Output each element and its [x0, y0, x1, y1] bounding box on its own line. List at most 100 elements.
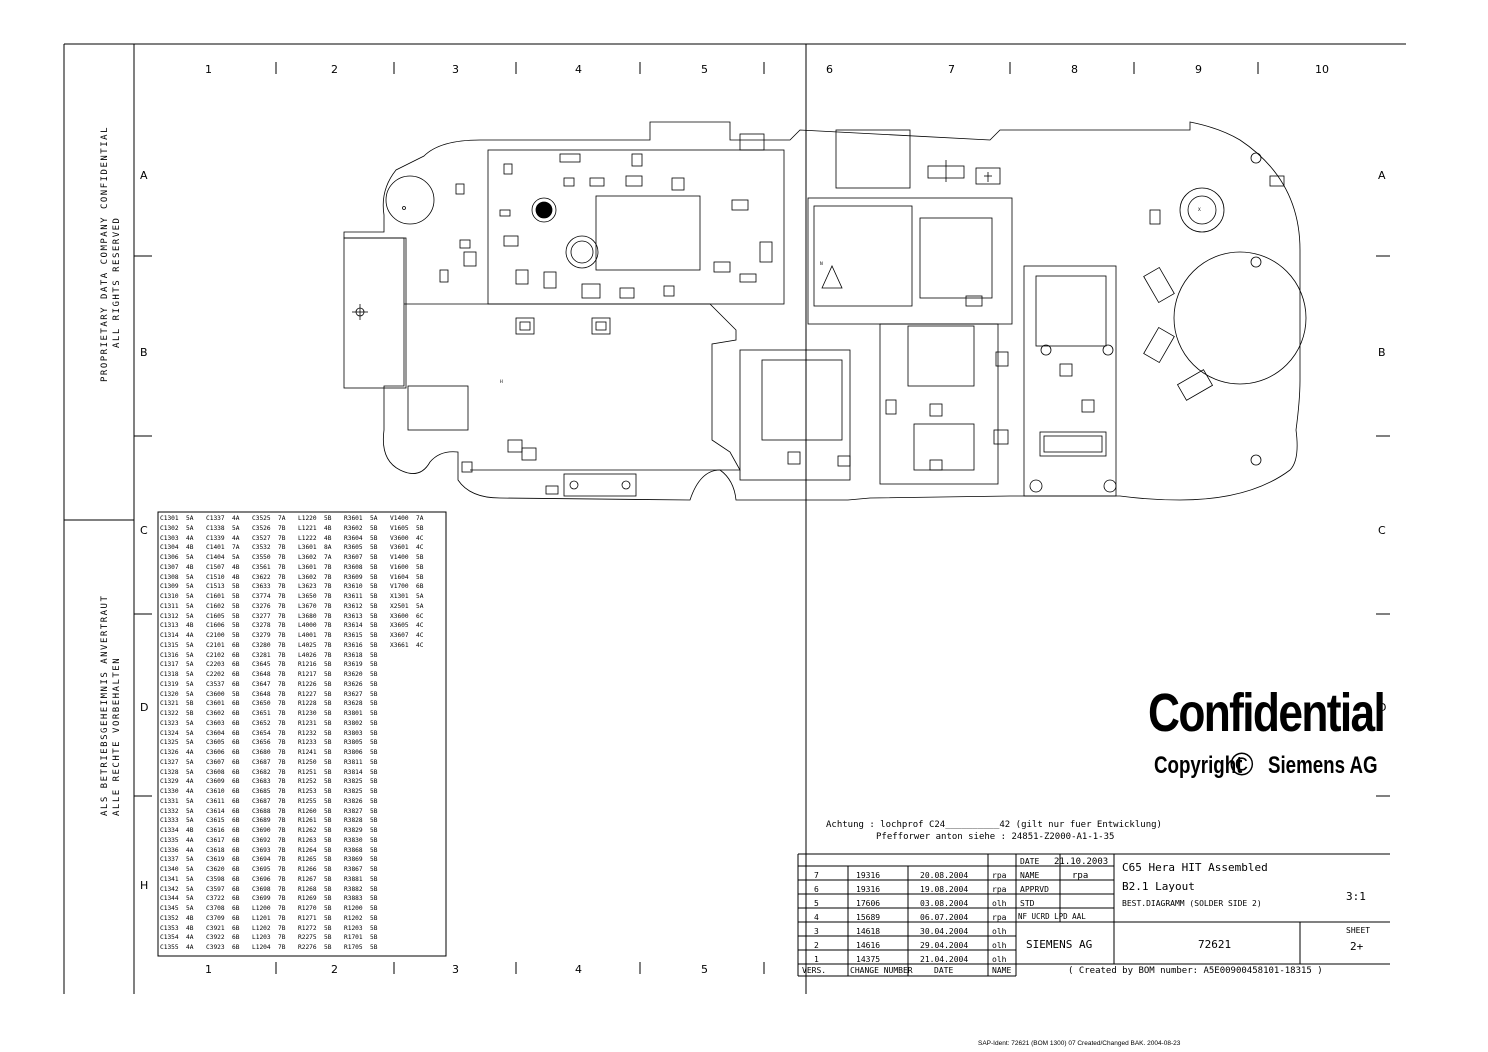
bom-cell: 5B — [324, 827, 332, 834]
bom-cell: 7B — [278, 641, 286, 649]
bom-cell: 6B — [232, 846, 240, 854]
bom-cell: 4C — [416, 632, 424, 639]
bom-cell: C1329 — [160, 778, 179, 786]
bom-cell: R3612 — [344, 602, 363, 610]
side-text-rights: ALL RIGHTS RESERVED — [112, 216, 122, 348]
bom-cell: 6B — [232, 700, 240, 708]
bom-cell: R1268 — [298, 885, 317, 893]
bom-cell: L4001 — [298, 632, 317, 639]
bom-cell: 4B — [186, 914, 194, 922]
bom-cell: 7B — [278, 671, 286, 678]
bom-cell: C1315 — [160, 641, 179, 649]
bom-cell: C3607 — [206, 758, 225, 766]
bom-cell: 5B — [370, 914, 378, 922]
bom-cell — [390, 758, 416, 768]
bom-cell: C1303 — [160, 534, 179, 542]
bom-cell: 6B — [232, 680, 240, 688]
drawing-title-1: C65 Hera HIT Assembled — [1122, 861, 1268, 874]
bom-cell: 5A — [186, 671, 194, 678]
bom-cell: C1355 — [160, 944, 179, 951]
bom-cell: C1345 — [160, 905, 179, 912]
bom-cell: 5A — [186, 690, 194, 698]
bom-cell — [416, 690, 430, 700]
bom-cell: 6B — [232, 934, 240, 942]
bom-cell: 7B — [278, 602, 286, 610]
bom-cell: 5B — [370, 846, 378, 854]
bom-cell: 5B — [186, 700, 194, 708]
bom-cell: C1338 — [206, 524, 225, 532]
bom-cell: C1309 — [160, 583, 179, 591]
bom-cell: R1250 — [298, 758, 317, 766]
bom-cell: R1701 — [344, 934, 363, 942]
bom-cell: C3605 — [206, 739, 225, 747]
bom-cell: 5A — [186, 729, 194, 737]
bom-cell: 7A — [278, 515, 286, 522]
bom-cell: 7B — [278, 836, 286, 844]
bom-cell: 4B — [232, 573, 240, 581]
bom-cell: L1222 — [298, 534, 317, 542]
bom-cell: L1201 — [252, 914, 271, 922]
bom-cell: 6B — [232, 788, 240, 795]
bom-cell: R1264 — [298, 846, 317, 854]
bom-cell: R3616 — [344, 641, 363, 649]
bom-cell: R3620 — [344, 671, 363, 678]
bom-cell: X3600 — [390, 612, 409, 620]
bom-cell: R2275 — [298, 934, 317, 942]
bom-cell: C1319 — [160, 680, 179, 688]
bom-cell: C3699 — [252, 895, 271, 903]
bom-cell: C3652 — [252, 719, 271, 727]
bom-cell: 7B — [278, 524, 286, 532]
bom-cell: C3610 — [206, 788, 225, 795]
bom-cell: C1510 — [206, 573, 225, 581]
bom-cell: 5B — [324, 710, 332, 717]
bom-cell: C1302 — [160, 524, 179, 532]
bom-cell: 7B — [278, 710, 286, 717]
revision-change: 14616 — [856, 941, 881, 950]
bom-cell — [390, 816, 416, 826]
bom-cell: 7A — [324, 554, 332, 561]
bom-cell: L3602 — [298, 573, 317, 581]
bom-cell: 5B — [370, 768, 378, 776]
bom-cell: R1230 — [298, 710, 317, 717]
bom-cell: R3828 — [344, 817, 363, 825]
bom-cell: 4B — [186, 827, 194, 834]
bom-cell: 5B — [370, 924, 378, 932]
bom-cell: V3601 — [390, 544, 409, 552]
bom-cell: 7B — [324, 563, 332, 571]
bom-cell: C3279 — [252, 632, 271, 639]
bom-cell: 7B — [324, 602, 332, 610]
bom-cell: 7B — [278, 924, 286, 932]
bom-cell: R1265 — [298, 856, 317, 864]
bom-cell: 5B — [324, 719, 332, 727]
bom-cell: R2276 — [298, 944, 317, 951]
bom-cell: 7B — [278, 934, 286, 942]
bom-cell: 5B — [324, 700, 332, 708]
bom-cell: R3614 — [344, 622, 363, 630]
bom-cell: C3683 — [252, 778, 271, 786]
bom-cell: 7B — [324, 622, 332, 630]
bom-cell: C3602 — [206, 710, 225, 717]
bom-cell: C2101 — [206, 641, 225, 649]
bom-cell: 7B — [278, 827, 286, 834]
bom-cell: 5B — [324, 758, 332, 766]
bom-cell: 4C — [416, 622, 424, 630]
bom-cell — [390, 719, 416, 729]
bom-cell: C1321 — [160, 700, 179, 708]
row-label-a: A — [140, 169, 148, 182]
bom-cell: R1263 — [298, 836, 317, 844]
bom-cell: 7B — [278, 700, 286, 708]
bom-cell: R1232 — [298, 729, 317, 737]
revision-name: olh — [992, 941, 1007, 950]
bom-cell: 5A — [186, 680, 194, 688]
revision-name: olh — [992, 899, 1007, 908]
bom-cell: 7B — [278, 778, 286, 786]
bom-cell: 7B — [324, 651, 332, 659]
bom-cell — [416, 777, 430, 787]
bom-cell: 7B — [278, 846, 286, 854]
bom-cell: R3602 — [344, 524, 363, 532]
title-block-name-label: NAME — [1020, 871, 1040, 880]
bom-cell: C1333 — [160, 817, 179, 825]
